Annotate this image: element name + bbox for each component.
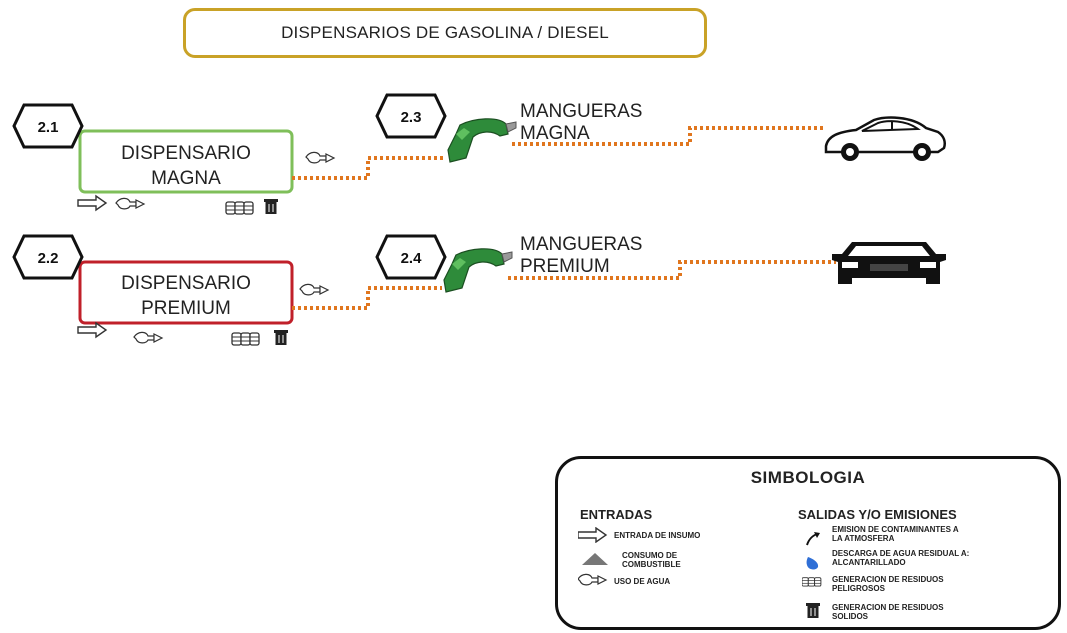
legend-input-3: USO DE AGUA <box>614 577 671 586</box>
emission-arrow-icon <box>806 532 820 546</box>
legend-output-1-line2: LA ATMOSFERA <box>832 534 895 543</box>
trash-icon-magna <box>263 198 279 215</box>
water-use-icon-premium-out <box>299 283 329 296</box>
legend-inputs-header: ENTRADAS <box>580 507 653 522</box>
legend-title: SIMBOLOGIA <box>750 468 866 487</box>
fuel-nozzle-premium-icon <box>443 248 513 293</box>
arrow-outline-icon <box>578 527 607 543</box>
water-tap-icon <box>578 573 607 586</box>
legend-input-1: ENTRADA DE INSUMO <box>614 531 701 540</box>
dispenser-magna-line1: DISPENSARIO <box>121 143 251 164</box>
fuel-nozzle-magna-icon <box>447 118 517 163</box>
legend-box: SIMBOLOGIA ENTRADAS SALIDAS Y/O EMISIONE… <box>555 456 1061 630</box>
dispenser-magna-line2: MAGNA <box>151 168 221 189</box>
dispenser-premium-line2: PREMIUM <box>141 298 231 319</box>
water-use-icon-magna-in <box>115 197 145 210</box>
water-drop-icon <box>806 557 819 570</box>
legend-output-2-line2: ALCANTARILLADO <box>832 558 906 567</box>
diagram-title: DISPENSARIOS DE GASOLINA / DIESEL <box>183 8 707 58</box>
legend-outputs-header: SALIDAS Y/O EMISIONES <box>798 507 957 522</box>
hose-premium-line1: MANGUERAS <box>520 234 642 255</box>
hex-2-2-label: 2.2 <box>38 250 59 267</box>
input-arrow-icon-magna <box>77 195 107 211</box>
hose-premium-line2: PREMIUM <box>520 256 610 277</box>
legend-output-1-line1: EMISION DE CONTAMINANTES A <box>832 525 959 534</box>
water-use-icon-premium-in <box>133 331 163 344</box>
connector-magna-to-nozzle <box>292 156 446 180</box>
hex-2-3-label: 2.3 <box>401 109 422 126</box>
hose-magna-line1: MANGUERAS <box>520 101 642 122</box>
legend-output-4-line1: GENERACION DE RESIDUOS <box>832 603 944 612</box>
triangle-icon <box>582 553 608 565</box>
legend-output-2-line1: DESCARGA DE AGUA RESIDUAL A: <box>832 549 970 558</box>
trash-icon-premium <box>273 329 289 346</box>
legend-output-4-line2: SOLIDOS <box>832 612 869 621</box>
legend-input-2-line1: CONSUMO DE <box>622 551 678 560</box>
dispenser-premium-box <box>78 260 294 325</box>
legend-output-3-line1: GENERACION DE RESIDUOS <box>832 575 944 584</box>
water-use-icon-magna-out <box>305 151 335 164</box>
barrels-icon <box>802 577 822 587</box>
barrels-icon-magna <box>225 201 254 215</box>
hex-2-4-label: 2.4 <box>401 250 423 267</box>
dispenser-magna-box <box>78 129 294 194</box>
input-arrow-icon-premium <box>77 322 107 338</box>
legend-output-3-line2: PELIGROSOS <box>832 584 885 593</box>
connector-premium-to-car <box>508 260 836 280</box>
car-front-icon <box>832 242 946 284</box>
hose-magna-line2: MAGNA <box>520 123 590 144</box>
hex-2-1-label: 2.1 <box>38 119 59 136</box>
connector-magna-to-car <box>512 126 826 146</box>
sports-car-icon <box>824 116 946 161</box>
connector-premium-to-nozzle <box>292 286 442 310</box>
barrels-icon-premium <box>231 332 260 346</box>
trash-can-icon <box>806 603 821 619</box>
connector-lines <box>292 126 836 310</box>
legend-input-2-line2: COMBUSTIBLE <box>622 560 681 569</box>
dispenser-premium-line1: DISPENSARIO <box>121 273 251 294</box>
